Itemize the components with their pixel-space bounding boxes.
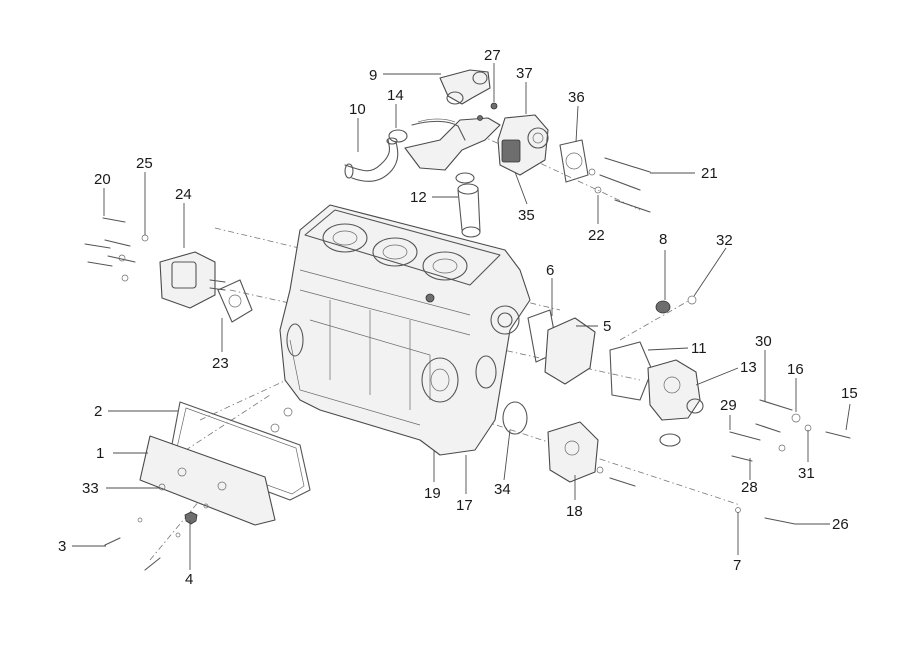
callout-11: 11 — [691, 340, 707, 357]
front-cover-parts — [502, 295, 851, 525]
callout-12: 12 — [410, 189, 427, 206]
callout-10: 10 — [349, 101, 366, 118]
callout-32: 32 — [716, 232, 733, 249]
callout-22: 22 — [588, 227, 605, 244]
callout-24: 24 — [175, 186, 192, 203]
callout-25: 25 — [136, 155, 153, 172]
leader-lines — [72, 63, 851, 570]
callout-6: 6 — [546, 262, 554, 279]
callout-3: 3 — [58, 538, 66, 555]
callout-21: 21 — [701, 165, 718, 182]
callout-26: 26 — [832, 516, 849, 533]
callout-28: 28 — [741, 479, 758, 496]
callout-18: 18 — [566, 503, 583, 520]
callout-29: 29 — [720, 397, 737, 414]
callout-5: 5 — [603, 318, 611, 335]
callout-1: 1 — [96, 445, 104, 462]
callout-4: 4 — [185, 571, 193, 588]
callout-33: 33 — [82, 480, 99, 497]
callout-9: 9 — [369, 67, 377, 84]
callout-19: 19 — [424, 485, 441, 502]
callout-30: 30 — [755, 333, 772, 350]
callout-2: 2 — [94, 403, 102, 420]
callout-16: 16 — [787, 361, 804, 378]
callout-8: 8 — [659, 231, 667, 248]
callout-15: 15 — [841, 385, 858, 402]
callout-20: 20 — [94, 171, 111, 188]
callout-36: 36 — [568, 89, 585, 106]
callout-labels: 1 2 3 4 5 6 7 8 9 10 11 12 13 14 15 16 1… — [58, 47, 858, 588]
callout-14: 14 — [387, 87, 404, 104]
callout-31: 31 — [798, 465, 815, 482]
side-cover-parts — [104, 401, 311, 571]
hydraulic-pump-parts — [84, 217, 253, 323]
coolant-outlet-parts — [344, 69, 651, 238]
callout-7: 7 — [733, 557, 741, 574]
callout-27: 27 — [484, 47, 501, 64]
engine-block — [279, 204, 531, 456]
callout-17: 17 — [456, 497, 473, 514]
callout-23: 23 — [212, 355, 229, 372]
callout-13: 13 — [740, 359, 757, 376]
callout-34: 34 — [494, 481, 511, 498]
callout-35: 35 — [518, 207, 535, 224]
callout-37: 37 — [516, 65, 533, 82]
